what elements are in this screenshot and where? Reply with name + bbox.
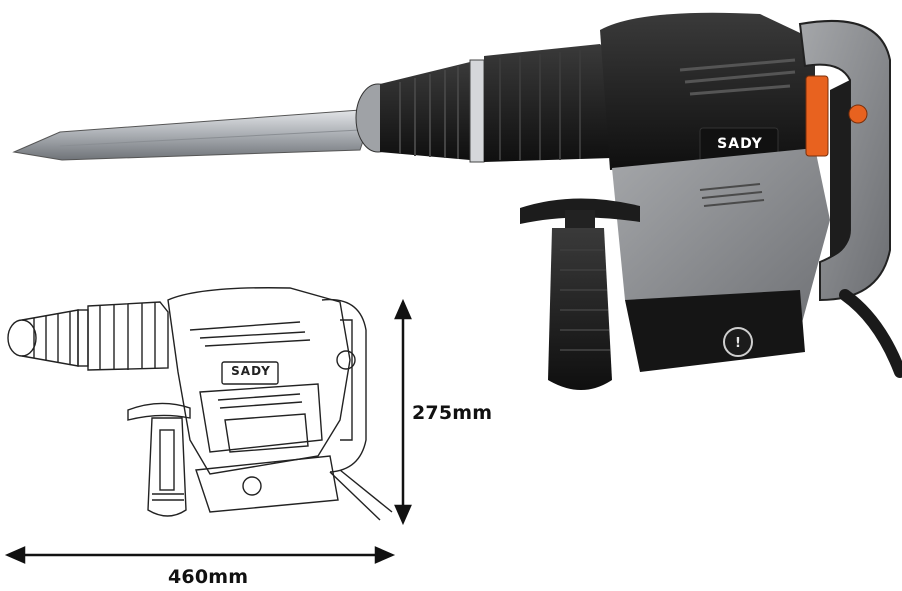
power-cord <box>839 289 902 378</box>
safety-icon-badge <box>723 327 753 357</box>
svg-text:!: ! <box>735 336 741 351</box>
rear-handle <box>798 20 891 302</box>
brand-logo-line-art: SADY <box>231 364 271 378</box>
brand-logo-main: SADY <box>717 136 763 152</box>
chuck <box>380 62 470 160</box>
trigger-orange <box>805 75 829 157</box>
height-dimension-label: 275mm <box>412 402 493 424</box>
width-dimension-label: 460mm <box>168 566 249 588</box>
